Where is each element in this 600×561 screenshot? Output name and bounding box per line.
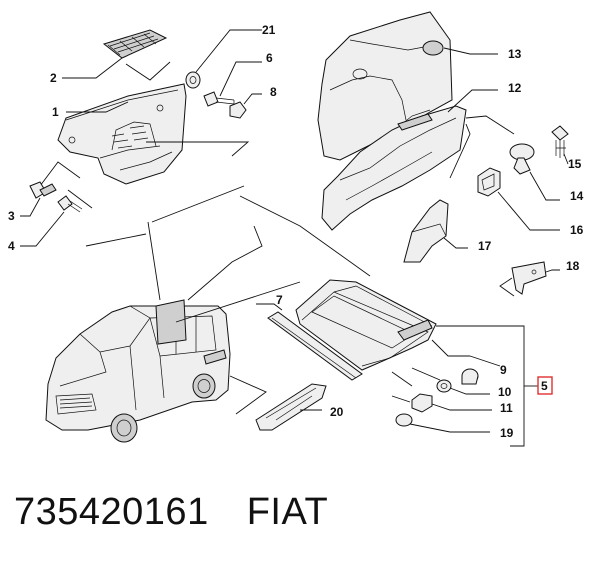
part-12-inner-panel: [321, 105, 467, 231]
part-14-rivet: [509, 143, 535, 175]
part-18-hinge: [511, 261, 547, 295]
part-number: 735420161: [14, 490, 209, 533]
vehicle-illustration: [45, 299, 231, 443]
callout-16: 16: [570, 223, 584, 237]
part-10-grommet: [436, 379, 452, 393]
part-19-cap: [395, 413, 413, 427]
part-4-screw: [57, 195, 83, 213]
callout-1: 1: [52, 105, 59, 119]
callout-4: 4: [8, 239, 15, 253]
callout-15: 15: [568, 157, 582, 171]
callout-17: 17: [478, 239, 492, 253]
part-7-seal-strip: [267, 311, 363, 381]
callout-2: 2: [50, 71, 57, 85]
part-20-trim: [255, 383, 327, 431]
callout-10: 10: [498, 385, 512, 399]
callout-20: 20: [330, 405, 344, 419]
callout-13: 13: [508, 47, 522, 61]
parts-diagram: 2 1 3 4 21 6 8: [8, 11, 584, 447]
part-15-clip: [551, 125, 569, 158]
callout-5: 5: [541, 379, 548, 393]
callout-12: 12: [508, 81, 522, 95]
callout-19: 19: [500, 426, 514, 440]
part-6-bolt: [203, 91, 235, 107]
callout-11: 11: [500, 401, 513, 415]
part-16-bracket: [477, 167, 501, 197]
callout-9: 9: [500, 363, 507, 377]
part-3-clip: [29, 181, 57, 199]
part-1-console: [57, 83, 187, 185]
callout-8: 8: [270, 85, 277, 99]
callout-6: 6: [266, 51, 273, 65]
part-9-bumper: [461, 368, 479, 385]
brand-name: FIAT: [246, 490, 329, 533]
part-13-quarter-panel: [317, 11, 453, 161]
callout-21: 21: [262, 23, 276, 37]
part-5-floor-panel: [295, 279, 437, 371]
part-2-grille: [102, 29, 168, 59]
callout-3: 3: [8, 209, 15, 223]
callout-14: 14: [570, 189, 584, 203]
part-17-bracket: [403, 199, 449, 263]
callout-5-highlight: [537, 376, 553, 395]
callout-18: 18: [566, 259, 580, 273]
footer: 735420161 FIAT: [14, 488, 328, 536]
part-11-buffer: [411, 393, 433, 413]
callout-7: 7: [276, 293, 283, 307]
callout-5-box: 5: [537, 376, 553, 395]
